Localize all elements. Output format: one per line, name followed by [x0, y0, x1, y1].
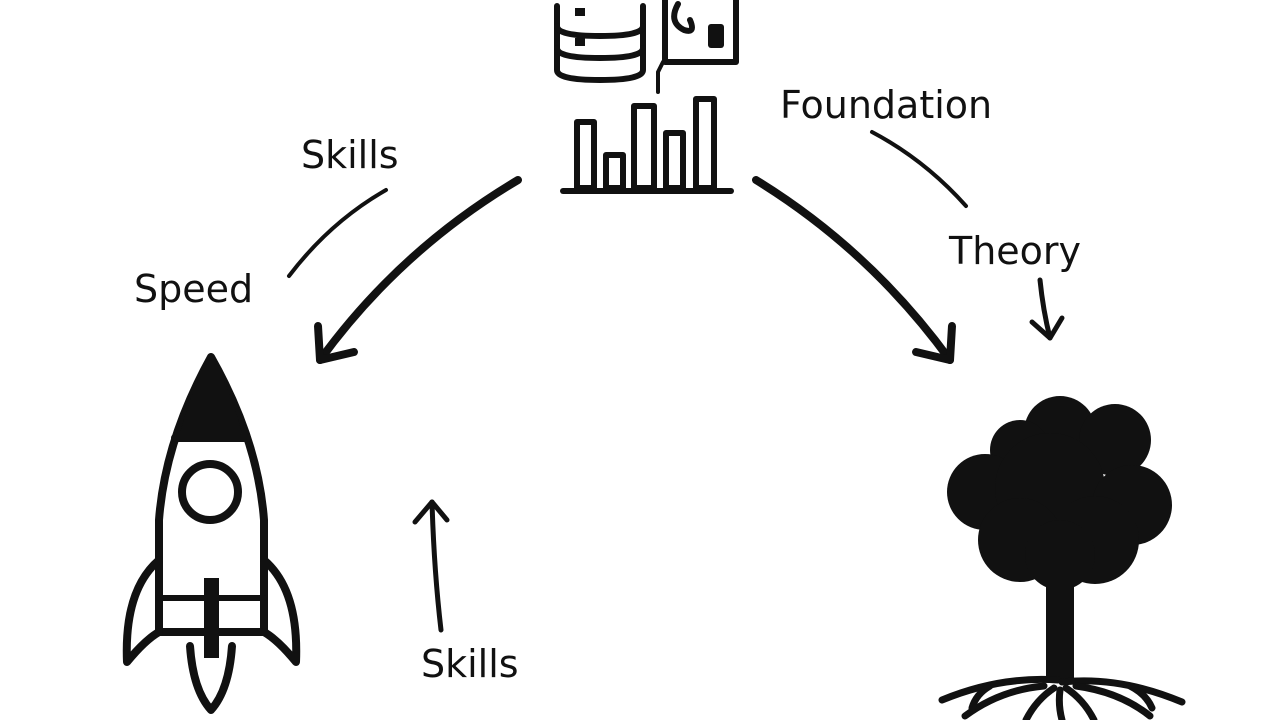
label-foundation: Foundation: [780, 83, 993, 127]
tree-icon: [938, 396, 1186, 720]
database-icon: [554, 3, 646, 83]
connector-skills-speed: [287, 188, 388, 278]
document-icon: [656, 0, 739, 94]
label-skills-bottom: Skills: [421, 642, 519, 686]
database-chart-icon: [554, 0, 739, 194]
label-skills-top: Skills: [301, 133, 399, 177]
arrow-theory-down: [1029, 277, 1065, 341]
arrow-to-rocket: [314, 176, 522, 364]
label-theory: Theory: [949, 229, 1082, 273]
rocket-icon: [122, 353, 301, 714]
connector-foundation-theory: [870, 130, 968, 208]
label-speed: Speed: [134, 267, 254, 311]
bar-chart-icon: [560, 96, 734, 194]
arrow-skills-up: [412, 499, 450, 633]
arrow-to-tree: [752, 176, 956, 364]
